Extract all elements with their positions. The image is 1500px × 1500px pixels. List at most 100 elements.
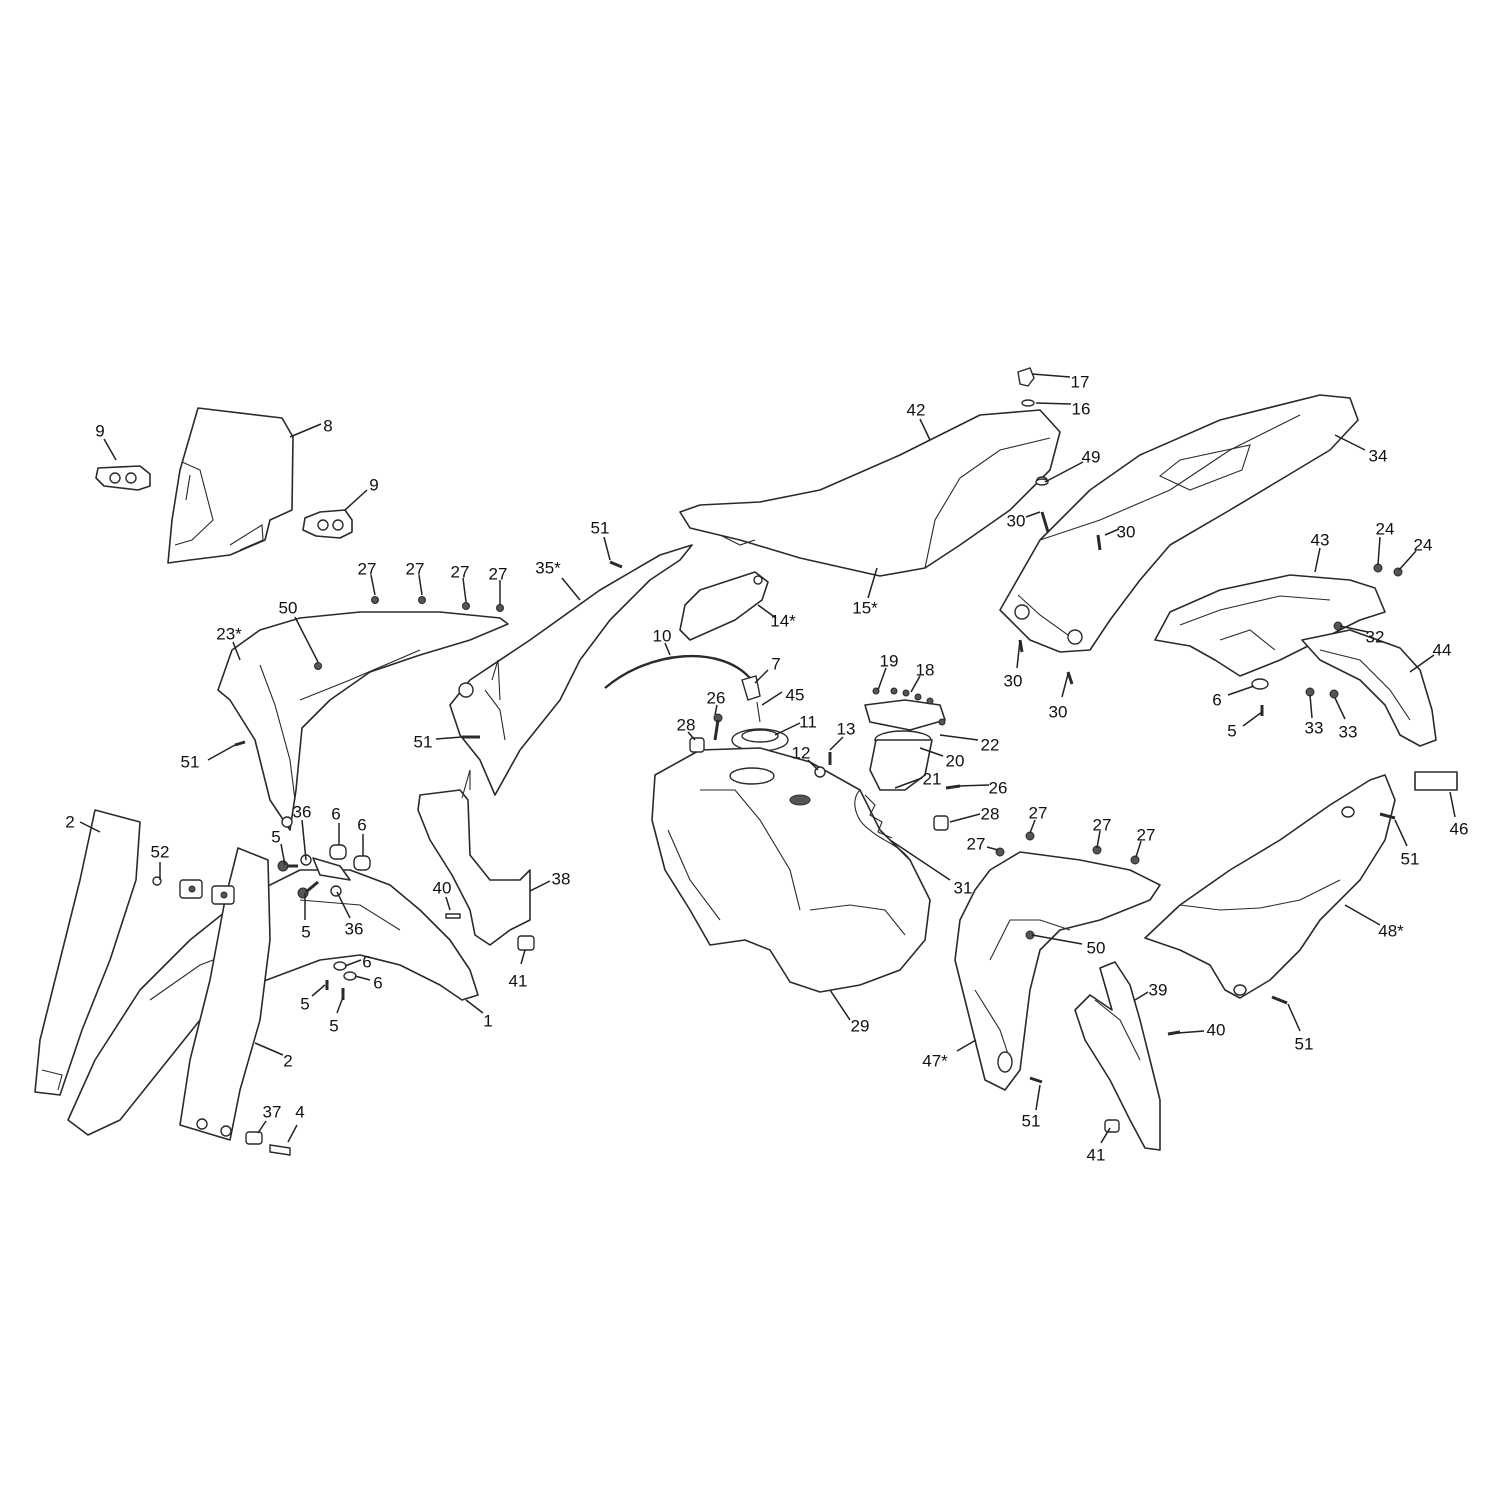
callout-label: 38	[552, 869, 571, 888]
callout-label: 5	[301, 922, 310, 941]
callout-label: 12	[792, 743, 811, 762]
fuel-tank	[651, 747, 931, 993]
callout-label: 32	[1366, 627, 1385, 646]
callout-leader-line	[520, 949, 526, 965]
license-bracket	[1301, 629, 1437, 747]
callout-label: 51	[1022, 1111, 1041, 1130]
callout-label: 4	[295, 1102, 304, 1121]
callout-leader-line	[1314, 547, 1321, 573]
callout-label: 17	[1071, 372, 1090, 391]
callout-label: 2	[283, 1051, 292, 1070]
callout-leader-line	[1035, 402, 1072, 405]
callout-leader-line	[1334, 434, 1366, 451]
callout-leader-line	[1177, 1030, 1205, 1034]
callout-label: 5	[300, 994, 309, 1013]
callout-label: 41	[509, 971, 528, 990]
callout-label: 10	[653, 626, 672, 645]
callout-label: 11	[799, 712, 817, 731]
callout-leader-line	[1134, 991, 1149, 1001]
callout-label: 22	[981, 735, 1000, 754]
callout-label: 30	[1049, 702, 1068, 721]
callout-label: 27	[1093, 815, 1112, 834]
callout-leader-line	[254, 1042, 284, 1056]
callout-label: 6	[331, 804, 340, 823]
callout-leader-line	[910, 675, 921, 693]
callout-leader-line	[311, 984, 326, 997]
callout-leader-line	[956, 1039, 977, 1052]
callout-label: 41	[1087, 1145, 1106, 1164]
callout-label: 13	[837, 719, 856, 738]
callout-label: 6	[362, 952, 371, 971]
callout-leader-line	[232, 641, 241, 661]
callout-leader-line	[462, 577, 467, 603]
callout-label: 18	[916, 660, 935, 679]
callout-leader-line	[754, 669, 769, 684]
callout-leader-line	[1394, 819, 1408, 847]
callout-leader-line	[1035, 1084, 1041, 1111]
callout-label: 15*	[852, 598, 878, 617]
callout-leader-line	[257, 1120, 267, 1134]
callout-label: 27	[967, 834, 986, 853]
callout-leader-line	[867, 567, 878, 599]
callout-label: 24	[1414, 535, 1433, 554]
callout-label: 8	[323, 416, 332, 435]
callout-label: 28	[981, 804, 1000, 823]
callout-leader-line	[1287, 1003, 1301, 1032]
callout-label: 36	[293, 802, 312, 821]
callout-label: 36	[345, 919, 364, 938]
callout-label: 37	[263, 1102, 282, 1121]
callout-label: 6	[1212, 690, 1221, 709]
callout-leader-line	[877, 667, 887, 691]
callout-label: 27	[489, 564, 508, 583]
callout-leader-line	[1339, 625, 1369, 633]
callout-label: 51	[181, 752, 200, 771]
callout-leader-line	[939, 734, 979, 741]
callout-label: 39	[1149, 980, 1168, 999]
callout-leader-line	[445, 896, 451, 911]
callout-leader-line	[79, 821, 101, 833]
callout-label: 42	[907, 400, 926, 419]
callout-label: 26	[989, 778, 1008, 797]
callout-leader-line	[435, 736, 463, 740]
callout-label: 35*	[535, 558, 561, 577]
seat	[679, 409, 1061, 577]
brake-line-clamp	[152, 876, 235, 905]
fork-guard-left	[34, 809, 141, 1096]
right-radiator-shroud	[954, 851, 1161, 1091]
callout-label: 43	[1311, 530, 1330, 549]
left-radiator-shroud	[217, 611, 509, 831]
radiator-scoop	[449, 544, 693, 796]
callout-leader-line	[894, 777, 923, 789]
callout-leader-line	[957, 784, 990, 787]
headlight-mask	[167, 407, 294, 564]
fender-hardware	[245, 844, 371, 1156]
callout-label: 34	[1369, 446, 1388, 465]
callout-label: 6	[357, 815, 366, 834]
callout-leader-line	[529, 880, 551, 892]
callout-leader-line	[919, 418, 931, 441]
callout-leader-line	[561, 577, 581, 601]
callout-label: 48*	[1378, 921, 1404, 940]
callout-label: 40	[433, 878, 452, 897]
fuel-hose	[604, 653, 761, 723]
callout-label: 21	[923, 769, 942, 788]
callout-label: 44	[1433, 640, 1452, 659]
callout-leader-line	[336, 891, 351, 919]
callout-leader-line	[1242, 711, 1263, 727]
callout-label: 14*	[770, 611, 796, 630]
callout-label: 24	[1376, 519, 1395, 538]
mask-clamp-left	[95, 465, 151, 491]
callout-label: 5	[271, 827, 280, 846]
callout-leader-line	[1309, 694, 1313, 719]
side-panel-piece	[679, 571, 769, 641]
callout-leader-line	[1100, 1127, 1111, 1144]
callout-label: 51	[1401, 849, 1420, 868]
callout-label: 23*	[216, 624, 242, 643]
callout-label: 51	[1295, 1034, 1314, 1053]
callout-leader-line	[1449, 791, 1456, 818]
callout-label: 33	[1339, 722, 1358, 741]
callout-leader-line	[1344, 904, 1381, 926]
callout-leader-line	[370, 574, 376, 596]
callout-label: 51	[414, 732, 433, 751]
callout-leader-line	[1104, 528, 1120, 536]
